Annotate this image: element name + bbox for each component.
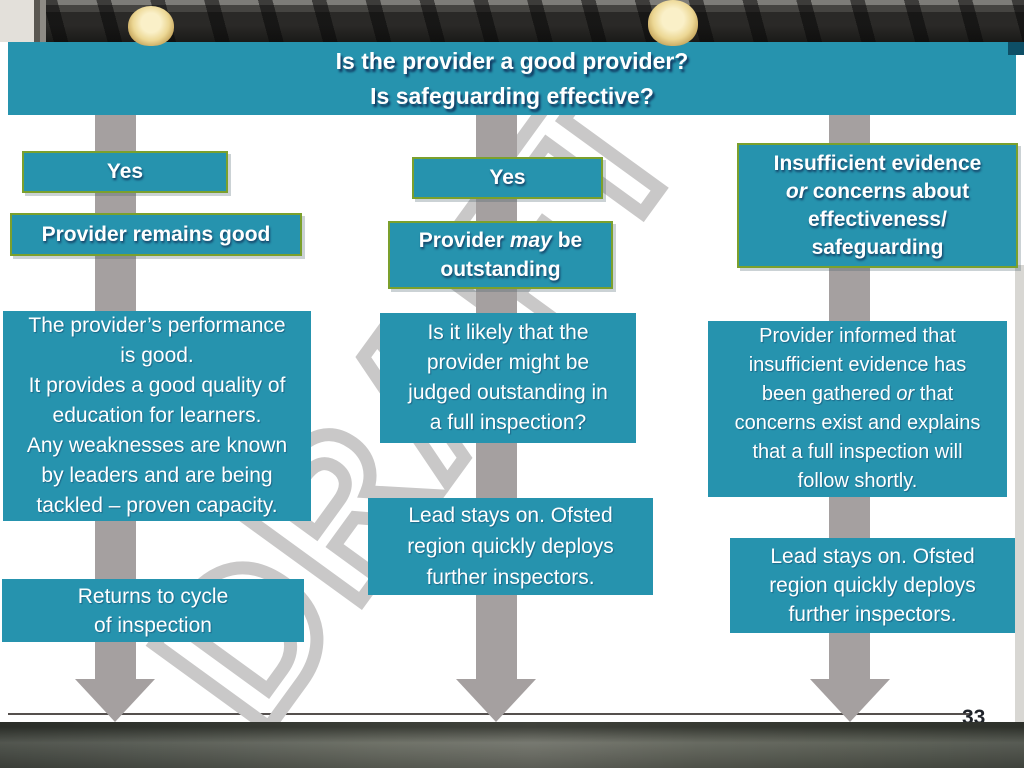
pendant-light-left-icon bbox=[128, 6, 174, 46]
slide-title: Is the provider a good provider? Is safe… bbox=[335, 47, 689, 109]
outcome-box-left: Provider remains good bbox=[10, 213, 302, 256]
header-box-right: Insufficient evidence or concerns about … bbox=[737, 143, 1018, 268]
outcome-center-pre: Provider bbox=[418, 229, 510, 252]
outcome-center-post: be outstanding bbox=[440, 229, 583, 281]
detail-box-left-text: The provider’s performance is good. It p… bbox=[26, 314, 288, 517]
detail-right-italic: or bbox=[896, 383, 915, 405]
outcome-box-left-label: Provider remains good bbox=[41, 222, 271, 246]
outcome-box-center: Provider may be outstanding bbox=[388, 221, 613, 289]
down-arrow-right-head-icon bbox=[810, 679, 890, 722]
detail-box-right: Provider informed that insufficient evid… bbox=[708, 321, 1007, 497]
detail-box-center-text: Is it likely that the provider might be … bbox=[408, 321, 608, 434]
header-box-right-label: Insufficient evidence or concerns about … bbox=[774, 150, 982, 262]
detail-box-right-text: Provider informed that insufficient evid… bbox=[735, 322, 981, 496]
yes-box-left: Yes bbox=[22, 151, 228, 193]
wall-left bbox=[0, 0, 46, 42]
down-arrow-center-head-icon bbox=[456, 679, 536, 722]
bottom-photo-strip bbox=[0, 722, 1024, 768]
detail-box-left: The provider’s performance is good. It p… bbox=[3, 311, 311, 521]
detail-box-center: Is it likely that the provider might be … bbox=[380, 313, 636, 443]
yes-box-left-label: Yes bbox=[106, 160, 144, 183]
footer-box-left: Returns to cycle of inspection bbox=[2, 579, 304, 642]
header-right-italic: or bbox=[785, 179, 807, 203]
yes-box-center-label: Yes bbox=[489, 166, 526, 189]
photo-corner-fragment bbox=[1008, 42, 1024, 55]
footer-box-left-text: Returns to cycle of inspection bbox=[77, 584, 229, 637]
ceiling-photo-strip bbox=[0, 0, 1024, 46]
outcome-center-italic: may bbox=[509, 229, 552, 252]
detail-right-pre: Provider informed that insufficient evid… bbox=[748, 325, 967, 405]
header-right-pre: Insufficient evidence bbox=[773, 151, 982, 175]
footer-box-right: Lead stays on. Ofsted region quickly dep… bbox=[730, 538, 1015, 633]
footer-box-right-text: Lead stays on. Ofsted region quickly dep… bbox=[769, 545, 976, 626]
pendant-light-right-icon bbox=[648, 0, 698, 46]
footer-box-center-text: Lead stays on. Ofsted region quickly dep… bbox=[407, 504, 614, 589]
header-right-post: concerns about effectiveness/ safeguardi… bbox=[808, 179, 970, 259]
detail-right-post: that concerns exist and explains that a … bbox=[734, 383, 981, 492]
yes-box-center: Yes bbox=[412, 157, 603, 199]
right-photo-edge bbox=[1015, 265, 1024, 722]
footer-box-center: Lead stays on. Ofsted region quickly dep… bbox=[368, 498, 653, 595]
title-banner: Is the provider a good provider? Is safe… bbox=[8, 42, 1016, 115]
outcome-box-center-label: Provider may be outstanding bbox=[419, 226, 582, 284]
down-arrow-left-head-icon bbox=[75, 679, 155, 722]
